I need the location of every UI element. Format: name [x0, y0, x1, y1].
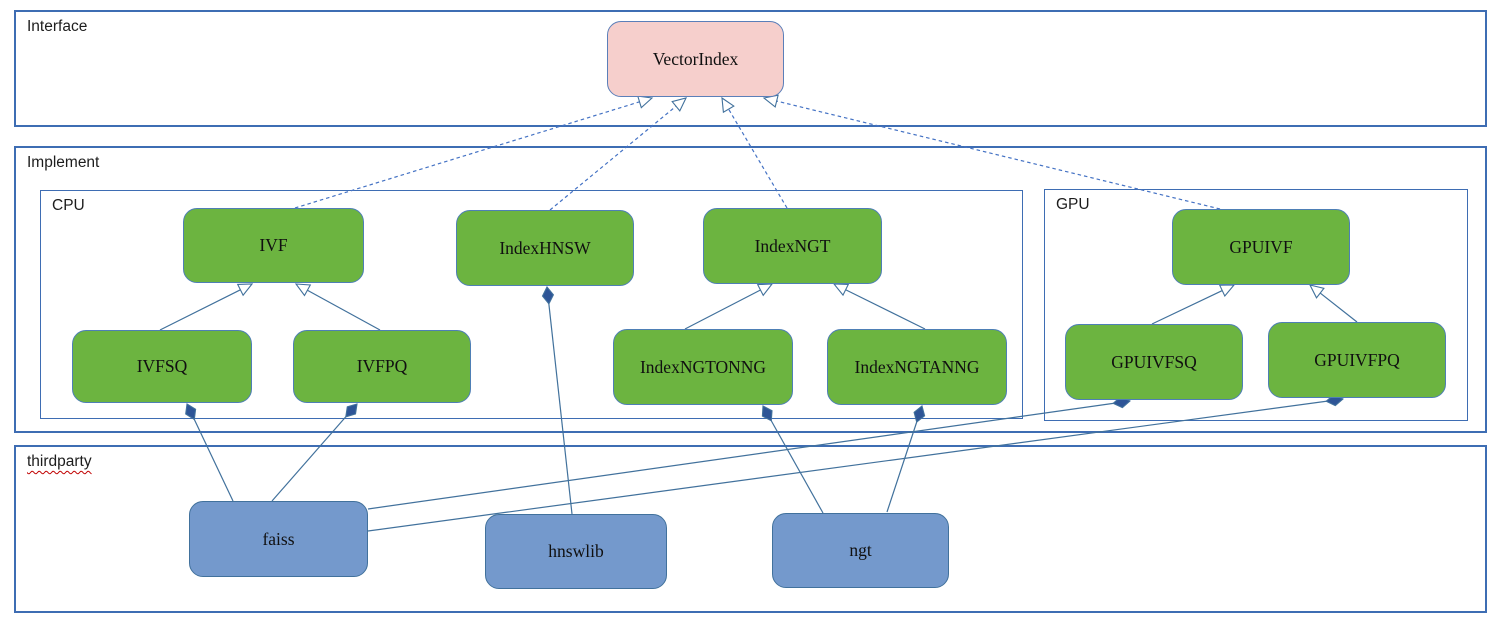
node-IVFSQ[interactable]: IVFSQ: [72, 330, 252, 403]
container-label-thirdparty: thirdparty: [27, 453, 92, 470]
node-GPUIVFPQ[interactable]: GPUIVFPQ: [1268, 322, 1446, 398]
node-label-IndexNGTONNG: IndexNGTONNG: [639, 356, 767, 377]
node-IndexNGT[interactable]: IndexNGT: [703, 208, 882, 284]
node-IndexNGTONNG[interactable]: IndexNGTONNG: [613, 329, 793, 405]
node-label-faiss: faiss: [262, 528, 295, 549]
node-IndexHNSW[interactable]: IndexHNSW: [456, 210, 634, 286]
container-label-interface: Interface: [27, 18, 88, 35]
node-label-GPUIVFPQ: GPUIVFPQ: [1314, 349, 1400, 370]
node-label-IndexNGT: IndexNGT: [754, 235, 831, 256]
node-IVFPQ[interactable]: IVFPQ: [293, 330, 471, 403]
node-label-IVFSQ: IVFSQ: [136, 356, 188, 376]
node-hnswlib[interactable]: hnswlib: [485, 514, 667, 589]
node-label-IVF: IVF: [259, 235, 288, 255]
node-label-IndexHNSW: IndexHNSW: [499, 237, 591, 258]
node-label-ngt: ngt: [849, 540, 872, 560]
node-label-IVFPQ: IVFPQ: [356, 356, 408, 376]
node-VectorIndex[interactable]: VectorIndex: [607, 21, 784, 97]
container-label-gpu: GPU: [1056, 196, 1090, 213]
node-label-IndexNGTANNG: IndexNGTANNG: [854, 356, 980, 377]
container-label-cpu: CPU: [52, 197, 85, 214]
node-GPUIVFSQ[interactable]: GPUIVFSQ: [1065, 324, 1243, 400]
node-label-VectorIndex: VectorIndex: [652, 48, 739, 69]
node-label-hnswlib: hnswlib: [548, 541, 604, 561]
container-label-implement: Implement: [27, 154, 100, 171]
node-IVF[interactable]: IVF: [183, 208, 364, 283]
node-label-GPUIVFSQ: GPUIVFSQ: [1111, 351, 1197, 372]
node-ngt[interactable]: ngt: [772, 513, 949, 588]
node-label-GPUIVF: GPUIVF: [1229, 236, 1293, 257]
node-IndexNGTANNG[interactable]: IndexNGTANNG: [827, 329, 1007, 405]
node-faiss[interactable]: faiss: [189, 501, 368, 577]
node-GPUIVF[interactable]: GPUIVF: [1172, 209, 1350, 285]
